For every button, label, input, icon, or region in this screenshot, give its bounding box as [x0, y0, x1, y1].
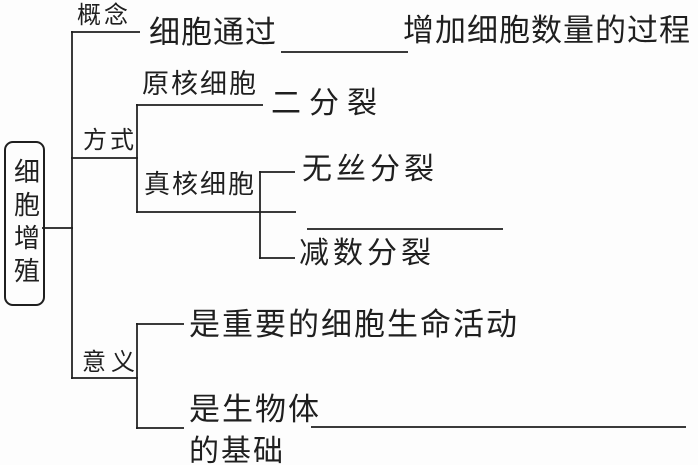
spine-line	[71, 31, 73, 379]
amitosis-arm-line	[259, 171, 295, 173]
mitosis-blank-line	[307, 228, 503, 230]
amitosis-text: 无丝分裂	[302, 152, 438, 187]
eukaryote-underline	[136, 211, 296, 213]
prokaryote-value: 二分裂	[271, 86, 385, 121]
basis-text-suffix: 的基础	[189, 434, 285, 465]
meiosis-text: 减数分裂	[299, 236, 435, 271]
basis-text-before-blank: 是生物体	[189, 392, 321, 428]
concept-branch-label: 概念	[77, 1, 131, 29]
eukaryote-label: 真核细胞	[144, 170, 257, 200]
method-arm-line	[71, 157, 138, 159]
eukaryote-bracket-line	[259, 171, 261, 259]
significance-branch-label: 意义	[82, 348, 140, 376]
concept-text-before-blank: 细胞通过	[149, 15, 277, 51]
basis-blank-line	[311, 426, 686, 428]
concept-arm-line	[71, 31, 140, 33]
root-node-box: 细胞增殖	[4, 141, 45, 306]
root-connector-line	[42, 227, 73, 229]
significance-bracket-line	[136, 323, 138, 429]
concept-blank-line	[281, 51, 408, 53]
basis-arm-line	[136, 427, 184, 429]
concept-text-after-blank: 增加细胞数量的过程	[403, 13, 691, 49]
method-branch-label: 方式	[83, 126, 137, 154]
activity-arm-line	[136, 323, 184, 325]
significance-activity-text: 是重要的细胞生命活动	[189, 307, 519, 343]
prokaryote-label: 原核细胞	[142, 69, 258, 100]
significance-arm-line	[71, 377, 138, 379]
root-node-label: 细胞增殖	[9, 157, 40, 290]
method-bracket-line	[136, 104, 138, 213]
meiosis-arm-line	[259, 257, 295, 259]
prokaryote-underline	[136, 104, 263, 106]
